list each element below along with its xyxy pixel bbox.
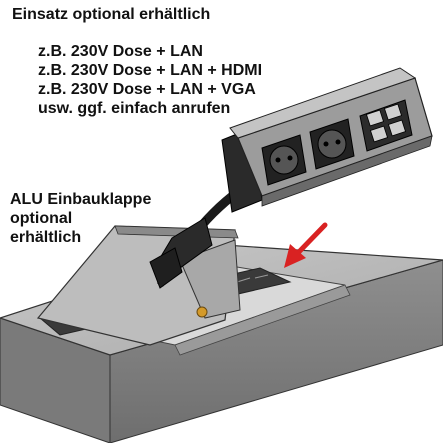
socket-bar — [221, 67, 433, 213]
heading: Einsatz optional erhältlich — [12, 6, 211, 23]
power-outlet-icon — [261, 134, 307, 186]
flap-label: ALU Einbauklappe optional erhältlich — [10, 190, 151, 247]
example-line: usw. ggf. einfach anrufen — [38, 100, 231, 117]
arrow-icon — [284, 222, 328, 268]
lan-port-icon — [359, 99, 413, 152]
power-outlet-icon — [309, 118, 355, 170]
example-line: z.B. 230V Dose + LAN + VGA — [38, 81, 256, 98]
example-line: z.B. 230V Dose + LAN + HDMI — [38, 62, 263, 79]
example-list: z.B. 230V Dose + LAN z.B. 230V Dose + LA… — [38, 42, 262, 118]
example-line: z.B. 230V Dose + LAN — [38, 43, 203, 60]
hinge-screw-icon — [196, 306, 208, 318]
flap-label-line: erhältlich — [10, 229, 82, 246]
flap-label-line: optional — [10, 210, 73, 227]
flap-label-line: ALU Einbauklappe — [10, 191, 152, 208]
